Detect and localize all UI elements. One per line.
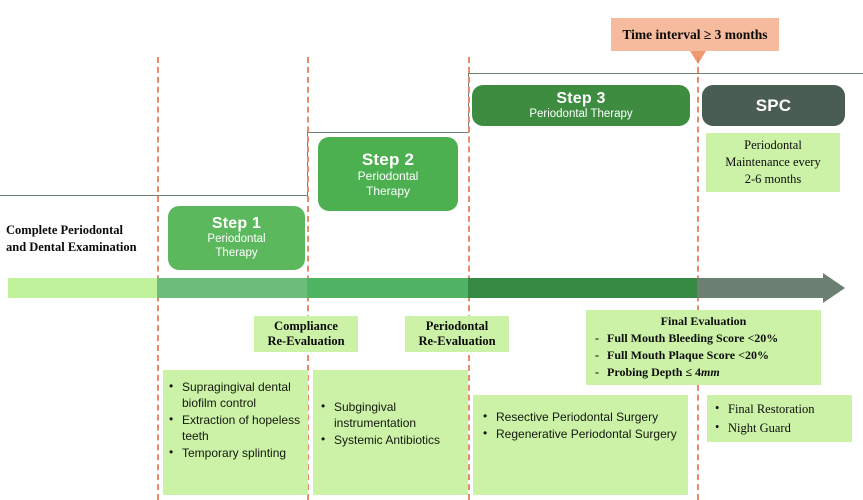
spc-maintenance-line-3: 2-6 months: [744, 171, 802, 186]
step-2-subtitle-line-1: Periodontal: [357, 169, 419, 184]
compliance-line-2: Re-Evaluation: [267, 334, 345, 348]
periodontal-line-1: Periodontal: [425, 319, 489, 333]
list-item: Resective Periodontal Surgery: [481, 408, 682, 425]
list-item: Final Restoration: [713, 400, 848, 419]
step-2-box[interactable]: Step 2 Periodontal Therapy: [318, 137, 458, 211]
compliance-re-evaluation-header: Compliance Re-Evaluation: [254, 316, 358, 352]
final-evaluation-item: Full Mouth Bleeding Score <20%: [592, 331, 815, 347]
timeline-segment-spc: [697, 278, 823, 298]
rail-step2: [307, 132, 469, 133]
step2-treatments-list: Subgingival instrumentation Systemic Ant…: [319, 398, 462, 448]
list-item: Temporary splinting: [167, 444, 302, 461]
list-item: Supragingival dental biofilm control: [167, 378, 302, 411]
list-item: Systemic Antibiotics: [319, 431, 462, 448]
rail-step3: [468, 73, 863, 74]
step-1-title: Step 1: [211, 215, 262, 233]
step-2-subtitle-line-2: Therapy: [365, 183, 411, 198]
time-interval-note: Time interval ≥ 3 months: [611, 18, 779, 51]
spc-maintenance-line-2: Maintenance every: [725, 155, 821, 170]
complete-examination-caption: Complete Periodontal and Dental Examinat…: [6, 222, 156, 255]
step-1-subtitle-line-1: Periodontal: [207, 233, 266, 246]
rail-step1: [0, 195, 308, 196]
examination-line-2: and Dental Examination: [6, 239, 137, 254]
timeline-segment-step2: [307, 278, 469, 298]
spc-maintenance-panel: Periodontal Maintenance every 2-6 months: [706, 133, 840, 192]
periodontal-re-evaluation-header: Periodontal Re-Evaluation: [405, 316, 509, 352]
final-evaluation-list: Full Mouth Bleeding Score <20% Full Mout…: [592, 331, 815, 381]
final-evaluation-panel: Final Evaluation Full Mouth Bleeding Sco…: [586, 310, 821, 385]
step3-treatments-list: Resective Periodontal Surgery Regenerati…: [481, 408, 682, 442]
step1-treatments-list: Supragingival dental biofilm control Ext…: [167, 378, 302, 461]
final-evaluation-item: Probing Depth ≤ 4mm: [592, 365, 815, 381]
timeline-arrowhead-icon: [823, 273, 845, 303]
periodontal-line-2: Re-Evaluation: [418, 334, 496, 348]
timeline-segment-step3: [468, 278, 698, 298]
spc-box[interactable]: SPC: [702, 85, 845, 126]
final-evaluation-item: Full Mouth Plaque Score <20%: [592, 348, 815, 364]
probing-depth-unit: mm: [701, 364, 720, 379]
time-interval-label: Time interval ≥ 3 months: [622, 26, 768, 42]
step-2-title: Step 2: [361, 150, 415, 170]
compliance-line-1: Compliance: [274, 319, 338, 333]
final-evaluation-heading: Final Evaluation: [660, 314, 747, 328]
list-item: Regenerative Periodontal Surgery: [481, 425, 682, 442]
list-item: Subgingival instrumentation: [319, 398, 462, 431]
step-3-box[interactable]: Step 3 Periodontal Therapy: [472, 85, 690, 126]
spc-treatments-panel: Final Restoration Night Guard: [707, 395, 852, 442]
spc-maintenance-line-1: Periodontal: [744, 138, 802, 153]
examination-line-1: Complete Periodontal: [6, 223, 123, 237]
list-item: Night Guard: [713, 419, 848, 438]
probing-depth-text: Probing Depth ≤ 4: [607, 364, 702, 379]
step-1-box[interactable]: Step 1 Periodontal Therapy: [168, 206, 305, 270]
timeline-segment-examination: [8, 278, 158, 298]
spc-title: SPC: [755, 95, 792, 115]
step-1-subtitle-line-2: Therapy: [215, 246, 258, 259]
step-3-title: Step 3: [556, 89, 606, 107]
step-3-subtitle: Periodontal Therapy: [529, 107, 633, 120]
list-item: Extraction of hopeless teeth: [167, 411, 302, 444]
step2-treatments-panel: Subgingival instrumentation Systemic Ant…: [313, 370, 468, 495]
spc-treatments-list: Final Restoration Night Guard: [713, 400, 848, 438]
step1-treatments-panel: Supragingival dental biofilm control Ext…: [163, 370, 308, 495]
timeline-segment-step1: [157, 278, 308, 298]
step3-treatments-panel: Resective Periodontal Surgery Regenerati…: [473, 395, 688, 495]
